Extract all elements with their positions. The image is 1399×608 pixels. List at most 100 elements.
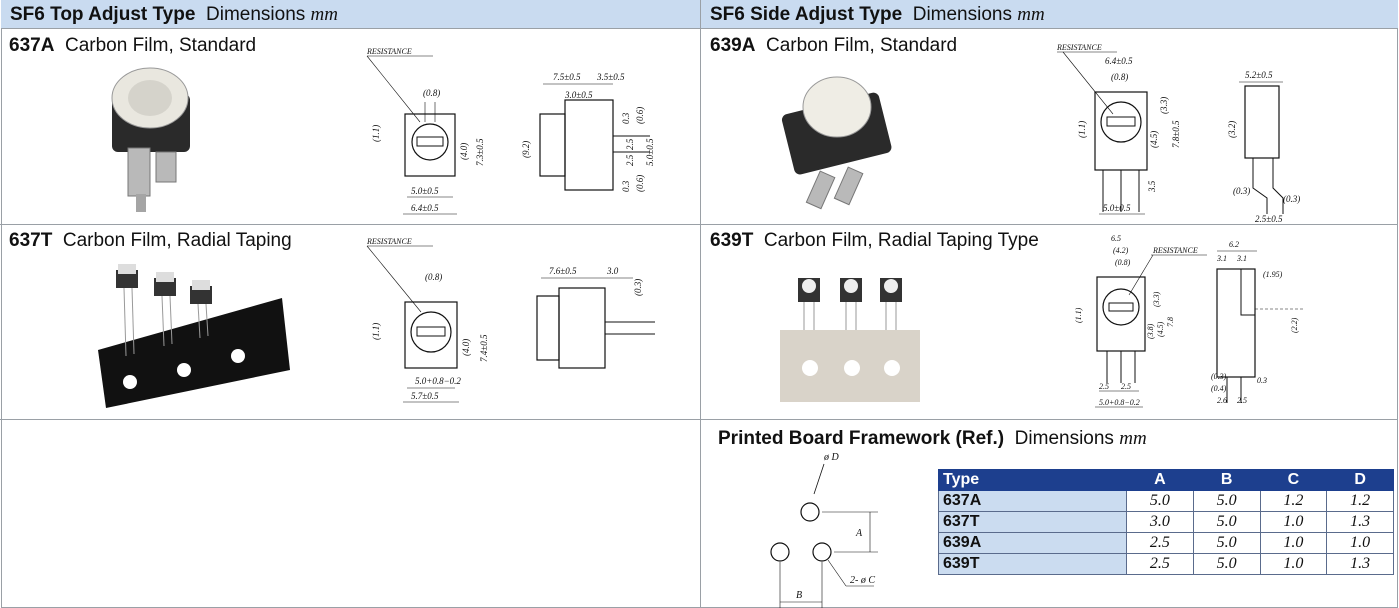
dim-label: 3.0±0.5: [564, 90, 593, 100]
dim-label: (3.8): [1146, 323, 1155, 339]
dimension-drawing-637A: RESISTANCE (0.8) (1.1) (4.0) 7.3±0.5 5.0…: [366, 47, 655, 215]
dim-label: (3.2): [1227, 121, 1237, 138]
dim-label: 0.3: [621, 180, 631, 192]
printed-board-subtitle: Dimensions: [1014, 428, 1114, 449]
value-cell: 3.0: [1126, 511, 1194, 533]
value-cell: 1.0: [1259, 553, 1328, 575]
product-photo-639A: [781, 76, 892, 210]
resistance-label: RESISTANCE: [366, 237, 412, 246]
dim-label: (0.3): [1211, 372, 1227, 381]
dim-label: 7.3±0.5: [475, 138, 485, 166]
value-cell: 5.0: [1192, 532, 1261, 554]
dim-label: (3.3): [1159, 97, 1169, 114]
column-header: D: [1326, 469, 1394, 491]
dim-label: (0.3): [1283, 194, 1300, 204]
dim-label: (4.0): [459, 143, 469, 160]
dimension-drawing-639A: RESISTANCE 6.4±0.5 (0.8) (1.1) (4.5) (3.…: [1056, 43, 1300, 224]
dim-label: (4.5): [1149, 131, 1159, 148]
product-photo-637A: [111, 67, 190, 212]
dim-label: ø D: [823, 452, 840, 463]
dim-label: (0.8): [1115, 258, 1131, 267]
dim-label: (1.1): [1074, 307, 1083, 323]
value-cell: 1.2: [1259, 490, 1328, 512]
product-photo-637T: [98, 264, 290, 408]
dim-label: 3.1: [1216, 254, 1227, 263]
dim-label: 0.3: [621, 112, 631, 124]
dim-label: 2- ø C: [850, 575, 875, 586]
dim-label: (0.8): [425, 272, 442, 282]
dim-label: (0.3): [633, 279, 643, 296]
dimension-drawing-639T: 6.5 (4.2) (0.8) RESISTANCE (1.1) (3.3) (…: [1074, 234, 1303, 408]
value-cell: 5.0: [1192, 490, 1261, 512]
column-header: C: [1259, 469, 1328, 491]
cell-title-637A: 637A Carbon Film, Standard: [9, 35, 256, 57]
dim-label: 2.6: [1217, 396, 1227, 405]
dim-label: B: [796, 590, 802, 601]
dim-label: (4.2): [1113, 246, 1129, 255]
dim-label: 7.8: [1166, 317, 1175, 327]
table-row: 637T 3.0 5.0 1.0 1.3: [938, 511, 1394, 533]
column-header: B: [1192, 469, 1261, 491]
product-photo-639T: [780, 278, 920, 402]
cell-title-637T: 637T Carbon Film, Radial Taping: [9, 230, 292, 252]
value-cell: 2.5: [1126, 553, 1194, 575]
dim-label: A: [855, 528, 863, 539]
table-header-row: Type A B C D: [938, 469, 1394, 491]
dim-label: (0.6): [635, 107, 645, 124]
dim-label: (1.95): [1263, 270, 1283, 279]
model-number: 639A: [710, 35, 756, 56]
dim-label: 3.1: [1236, 254, 1247, 263]
dim-label: (0.4): [1211, 384, 1227, 393]
dim-label: 5.0±0.5: [645, 138, 655, 166]
printed-board-hole-diagram: ø D A B 2- ø C: [770, 452, 878, 608]
dim-label: (2.2): [1290, 317, 1299, 333]
dim-label: 6.5: [1111, 234, 1121, 243]
dim-label: (4.5): [1156, 321, 1165, 337]
dim-label: 2.5: [1121, 382, 1131, 391]
dim-label: 5.0±0.5: [411, 186, 439, 196]
type-cell: 637T: [938, 511, 1127, 533]
table-row: 639A 2.5 5.0 1.0 1.0: [938, 532, 1394, 554]
value-cell: 1.3: [1326, 511, 1394, 533]
dim-label: (1.1): [371, 323, 381, 340]
dim-label: (0.8): [1111, 72, 1128, 82]
section-header-side-adjust: SF6 Side Adjust Type Dimensions mm: [701, 0, 1398, 29]
dim-label: (3.3): [1152, 291, 1161, 307]
dim-label: 5.7±0.5: [411, 391, 439, 401]
section-unit: mm: [1017, 4, 1045, 25]
dimension-drawing-637T: RESISTANCE (0.8) (1.1) (4.0) 7.4±0.5 5.0…: [366, 237, 655, 403]
value-cell: 1.0: [1326, 532, 1394, 554]
value-cell: 5.0: [1126, 490, 1194, 512]
model-description: Carbon Film, Radial Taping Type: [763, 230, 1039, 251]
dim-label: (9.2): [521, 141, 531, 158]
value-cell: 1.2: [1326, 490, 1394, 512]
resistance-label: RESISTANCE: [366, 47, 412, 56]
dim-label: 3.0: [606, 266, 619, 276]
model-description: Carbon Film, Standard: [64, 35, 257, 56]
dim-label: 2.5±0.5: [1255, 214, 1283, 224]
column-divider: [700, 0, 701, 608]
dim-label: 7.4±0.5: [479, 334, 489, 362]
dim-label: 3.5: [1147, 180, 1157, 193]
dim-label: 3.5±0.5: [596, 72, 625, 82]
value-cell: 5.0: [1192, 553, 1261, 575]
dim-label: 7.8±0.5: [1171, 120, 1181, 148]
table-row: 637A 5.0 5.0 1.2 1.2: [938, 490, 1394, 512]
dim-label: (1.1): [1077, 121, 1087, 138]
type-cell: 639A: [938, 532, 1127, 554]
section-unit: mm: [310, 4, 338, 25]
dim-label: 5.2±0.5: [1245, 70, 1273, 80]
model-number: 639T: [710, 230, 754, 251]
row-divider: [0, 224, 1397, 225]
value-cell: 1.3: [1326, 553, 1394, 575]
value-cell: 2.5: [1126, 532, 1194, 554]
dim-label: (0.3): [1233, 186, 1250, 196]
value-cell: 5.0: [1192, 511, 1261, 533]
dim-label: 6.2: [1229, 240, 1239, 249]
model-number: 637T: [9, 230, 53, 251]
type-cell: 637A: [938, 490, 1127, 512]
model-description: Carbon Film, Radial Taping: [62, 230, 292, 251]
model-description: Carbon Film, Standard: [765, 35, 958, 56]
dim-label: (1.1): [371, 125, 381, 142]
value-cell: 1.0: [1259, 511, 1328, 533]
